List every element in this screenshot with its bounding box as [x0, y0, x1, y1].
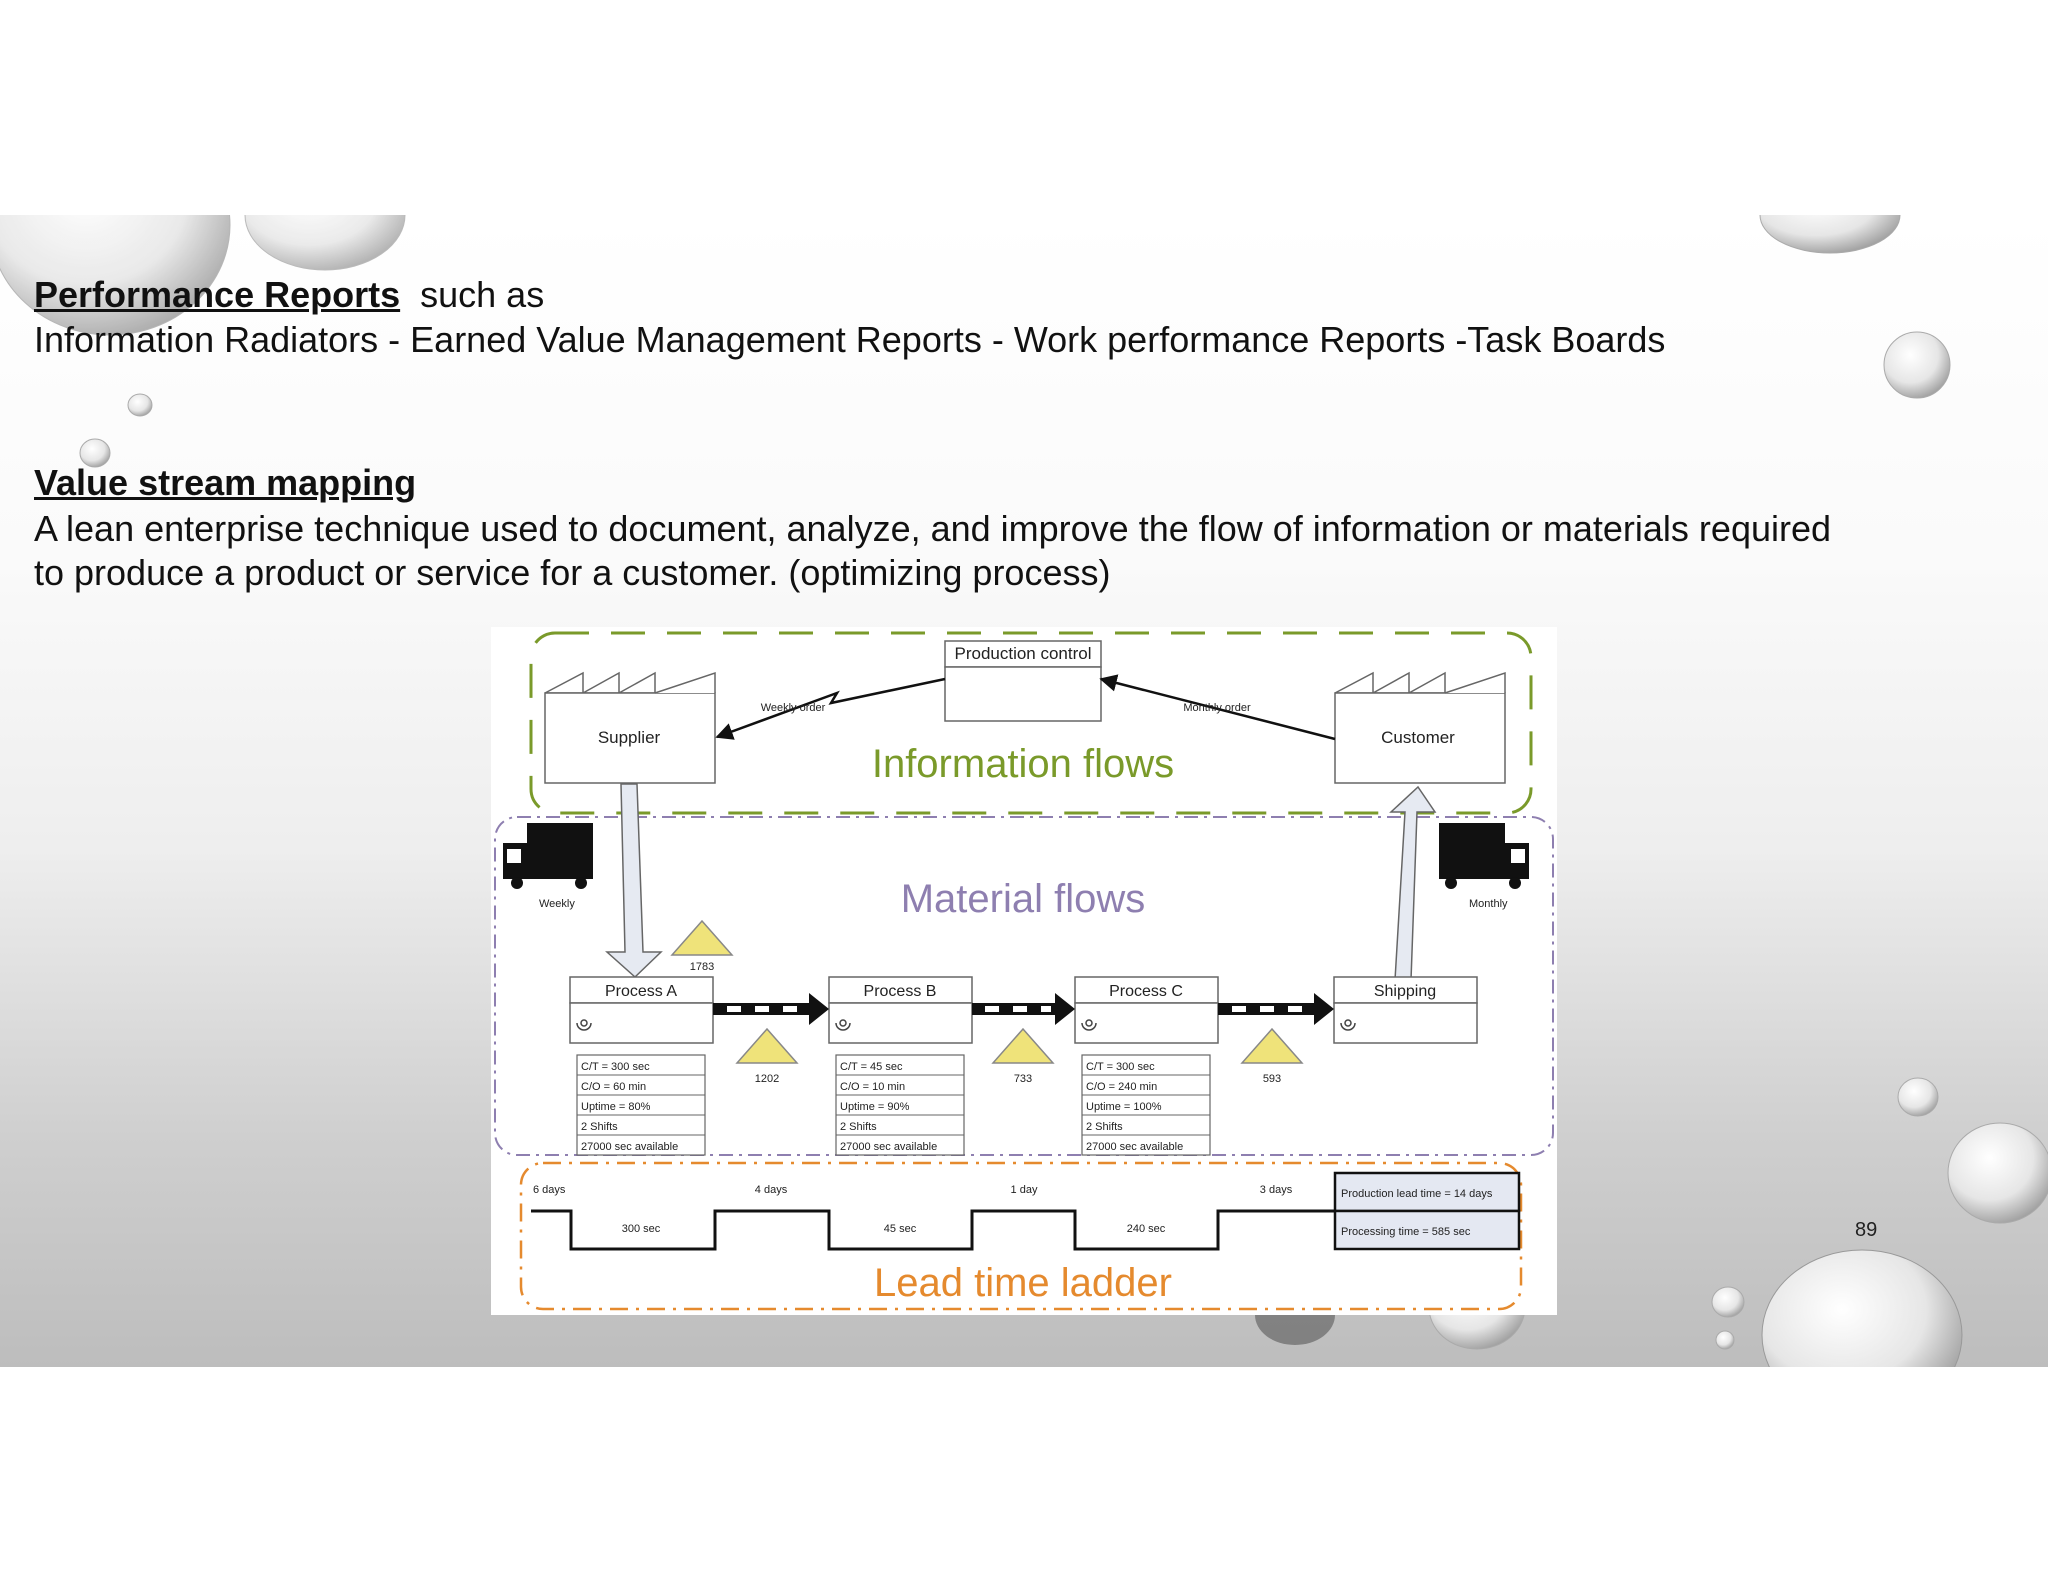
process-a-data-row: C/T = 300 sec — [581, 1061, 650, 1073]
inventory-count-4: 593 — [1263, 1073, 1281, 1085]
process-b-data-row: 27000 sec available — [840, 1141, 937, 1153]
process-c-data-row: C/T = 300 sec — [1086, 1061, 1155, 1073]
process-a-data-row: 27000 sec available — [581, 1141, 678, 1153]
process-c-data-row: C/O = 240 min — [1086, 1081, 1157, 1093]
monthly-order-label: Monthly order — [1183, 702, 1251, 714]
process-c-data-row: 27000 sec available — [1086, 1141, 1183, 1153]
weekly-order-arrow — [715, 677, 946, 740]
push-arrow-c-shipping — [1218, 993, 1334, 1025]
ladder-time-2: 45 sec — [884, 1223, 917, 1235]
supplier-to-process-a-arrow — [605, 783, 663, 979]
processing-time: Processing time = 585 sec — [1341, 1226, 1471, 1238]
information-flows-title: Information flows — [872, 742, 1174, 786]
inventory-triangle-2 — [735, 1027, 799, 1064]
process-b-data-row: C/O = 10 min — [840, 1081, 905, 1093]
performance-list: Information Radiators - Earned Value Man… — [34, 319, 1666, 360]
monthly-order-arrow — [1099, 674, 1336, 741]
process-b-label: Process B — [864, 983, 937, 1000]
ladder-days-3: 1 day — [1011, 1184, 1038, 1196]
production-control-header — [944, 640, 1102, 668]
value-stream-map-svg: Production control Supplier Customer Wee… — [494, 631, 1554, 1311]
process-a-data-row: 2 Shifts — [581, 1121, 618, 1133]
process-b-data-row: 2 Shifts — [840, 1121, 877, 1133]
shipping-box — [1333, 976, 1478, 1044]
ladder-time-1: 300 sec — [622, 1223, 661, 1235]
process-a-data-box — [576, 1054, 706, 1156]
process-a-label: Process A — [605, 983, 677, 1000]
performance-line: Performance Reports such as — [34, 273, 544, 317]
performance-suffix: such as — [420, 274, 545, 315]
lead-time-ladder-region — [519, 1161, 1523, 1311]
process-c-box — [1074, 976, 1219, 1044]
truck-left-icon — [503, 823, 593, 889]
process-c-data-row: Uptime = 100% — [1086, 1101, 1162, 1113]
production-lead-time: Production lead time = 14 days — [1341, 1188, 1493, 1200]
lead-time-ladder-title: Lead time ladder — [874, 1261, 1172, 1305]
shipping-to-customer-arrow — [1389, 785, 1437, 981]
shipping-label: Shipping — [1374, 983, 1436, 1000]
lead-time-summary-box — [1333, 1171, 1521, 1251]
inventory-triangle-1 — [670, 919, 734, 956]
process-c-data-box — [1081, 1054, 1211, 1156]
push-arrow-a-b — [713, 993, 829, 1025]
ladder-days-2: 4 days — [755, 1184, 788, 1196]
process-b-data-row: C/T = 45 sec — [840, 1061, 903, 1073]
material-flows-title: Material flows — [901, 877, 1146, 921]
ladder-time-3: 240 sec — [1127, 1223, 1166, 1235]
value-stream-map-diagram: Production control Supplier Customer Wee… — [491, 627, 1557, 1315]
process-a-data-row: C/O = 60 min — [581, 1081, 646, 1093]
production-control-box — [944, 666, 1102, 722]
weekly-order-label: Weekly order — [761, 702, 826, 714]
page-number: 89 — [1855, 1219, 1878, 1241]
lead-time-ladder-line — [531, 1209, 1334, 1251]
process-c-label: Process C — [1109, 983, 1183, 1000]
ladder-days-4: 3 days — [1260, 1184, 1293, 1196]
vsm-description-line-1: A lean enterprise technique used to docu… — [34, 508, 1832, 549]
process-a-data-row: Uptime = 80% — [581, 1101, 651, 1113]
inventory-count-1: 1783 — [690, 961, 714, 973]
supplier-factory-icon — [544, 671, 716, 784]
process-b-data-row: Uptime = 90% — [840, 1101, 910, 1113]
vsm-description-line-2: to produce a product or service for a cu… — [34, 552, 1111, 593]
slide: Performance Reports such as Information … — [0, 215, 2048, 1367]
process-b-data-box — [835, 1054, 965, 1156]
customer-label: Customer — [1381, 728, 1455, 747]
vsm-heading: Value stream mapping — [34, 462, 417, 503]
production-control-label: Production control — [954, 644, 1091, 663]
vsm-heading-line: Value stream mapping — [34, 461, 416, 505]
material-flows-region — [494, 816, 1554, 1156]
inventory-triangle-4 — [1240, 1027, 1304, 1064]
truck-right-label: Monthly — [1469, 898, 1508, 910]
truck-left-label: Weekly — [539, 898, 575, 910]
customer-factory-icon — [1334, 671, 1506, 784]
push-arrow-b-c — [972, 993, 1075, 1025]
information-flows-region — [529, 631, 1533, 815]
inventory-count-2: 1202 — [755, 1073, 779, 1085]
inventory-count-3: 733 — [1014, 1073, 1032, 1085]
ladder-days-1: 6 days — [533, 1184, 566, 1196]
inventory-triangle-3 — [991, 1027, 1055, 1064]
process-b-box — [828, 976, 973, 1044]
process-a-box — [569, 976, 714, 1044]
process-c-data-row: 2 Shifts — [1086, 1121, 1123, 1133]
truck-right-icon — [1439, 823, 1529, 889]
performance-heading: Performance Reports — [34, 274, 401, 315]
supplier-label: Supplier — [598, 728, 661, 747]
